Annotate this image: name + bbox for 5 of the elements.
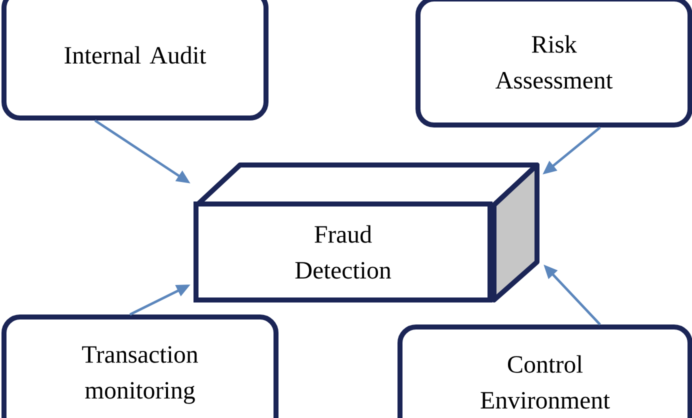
rounded-box: Risk Assessment (416, 0, 692, 128)
rounded-box: Transaction monitoring (2, 314, 278, 418)
rounded-box: Control Environment (398, 324, 692, 418)
cube-box: Fraud Detection (194, 162, 540, 302)
rounded-box: Internal Audit (2, 0, 268, 120)
